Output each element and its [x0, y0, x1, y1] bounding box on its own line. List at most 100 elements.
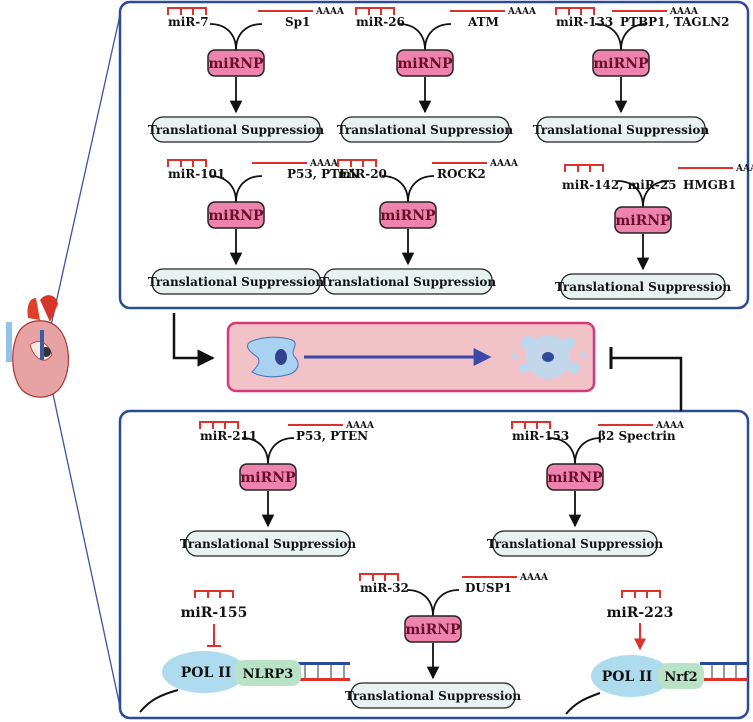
mirna-label: miR-7	[168, 15, 209, 29]
mirna-bracket-icon	[337, 159, 377, 167]
translational-suppression-box	[340, 116, 510, 143]
mirna-label: miR-133	[556, 15, 613, 29]
mirnp-complex	[379, 201, 437, 229]
translational-suppression-box	[560, 273, 726, 300]
mirnp-label: miRNP	[208, 208, 264, 224]
suppression-label: Translational Suppression	[533, 123, 710, 137]
merge-connector	[209, 23, 263, 51]
poly-a-tail: AAAA	[507, 7, 537, 17]
damaged-cell-icon	[512, 335, 586, 379]
process-arrows	[172, 313, 683, 411]
mirnp-complex	[592, 49, 650, 77]
mirnp-label: miRNP	[593, 56, 649, 72]
merge-connector	[616, 180, 670, 208]
merge-connector	[381, 175, 435, 203]
polymerase-label: POL II	[181, 665, 232, 681]
mirna-label: miR-20	[338, 167, 387, 181]
translational-suppression-box	[151, 116, 321, 143]
merge-connector	[594, 23, 648, 51]
poly-a-tail: AAAA	[315, 7, 345, 17]
poly-a-tail: AAAA	[655, 421, 685, 431]
suppression-label: Translational Suppression	[555, 280, 732, 294]
mirna-bracket-icon	[167, 159, 207, 167]
mirna-bracket-icon	[555, 7, 595, 15]
target-gene-label: HMGB1	[683, 178, 736, 192]
mirnp-complex	[546, 463, 604, 491]
top-panel	[118, 0, 750, 310]
mirna-label: miR-26	[356, 15, 405, 29]
merge-connector	[209, 175, 263, 203]
merge-connector	[241, 437, 295, 465]
mir223-module: miR-223 POL II Nrf2	[565, 590, 748, 715]
target-gene-label: P53, PTEN	[296, 429, 368, 443]
suppression-label: Translational Suppression	[148, 275, 325, 289]
target-gene-label: P53, PTEN	[287, 167, 359, 181]
target-gene-label: Sp1	[285, 15, 310, 29]
mirnp-complex	[207, 201, 265, 229]
poly-a-tail: AAAA	[669, 7, 699, 17]
mirna-bracket-icon	[511, 421, 551, 429]
mirnp-label: miRNP	[615, 213, 671, 229]
target-gene-label: PTBP1, TAGLN2	[620, 15, 729, 29]
nlrp3-label: NLRP3	[243, 667, 294, 682]
translational-suppression-box	[323, 268, 493, 295]
suppression-label: Translational Suppression	[320, 275, 497, 289]
mirna-bracket-icon	[359, 573, 399, 581]
poly-a-tail: AAAA	[309, 159, 339, 169]
suppression-label: Translational Suppression	[337, 123, 514, 137]
mirna-label: miR-142, miR-25	[562, 178, 677, 192]
mir223-label: miR-223	[607, 605, 674, 621]
mirna-module: miR-7 AAAA Sp1 miRNP Translational Suppressi…	[148, 7, 345, 143]
poly-a-tail: AAAA	[519, 573, 549, 583]
mirnp-label: miRNP	[405, 622, 461, 638]
target-gene-label: ATM	[467, 15, 499, 29]
mirna-module: miR-142, miR-25 AAAA HMGB1 miRNP Translation…	[555, 164, 753, 300]
mirnp-label: miRNP	[240, 470, 296, 486]
mirna-bracket-icon	[199, 421, 239, 429]
merge-connector	[398, 23, 452, 51]
mirna-module: miR-32 AAAA DUSP1 miRNP Translational Suppre…	[345, 573, 549, 709]
mirna-label: miR-211	[200, 429, 257, 443]
suppression-label: Translational Suppression	[148, 123, 325, 137]
polymerase-label: POL II	[602, 669, 653, 685]
translational-suppression-box	[536, 116, 706, 143]
translational-suppression-box	[350, 682, 516, 709]
nrf2-label: Nrf2	[664, 670, 697, 685]
mirnp-label: miRNP	[397, 56, 453, 72]
merge-connector	[548, 437, 602, 465]
target-gene-label: β2 Spectrin	[598, 429, 676, 443]
translational-suppression-box	[492, 530, 658, 557]
target-gene-label: ROCK2	[437, 167, 486, 181]
suppression-label: Translational Suppression	[345, 689, 522, 703]
translational-suppression-box	[151, 268, 321, 295]
translational-suppression-box	[185, 530, 351, 557]
mirnp-label: miRNP	[380, 208, 436, 224]
poly-a-tail: AAAA	[735, 164, 753, 174]
mir155-label: miR-155	[181, 605, 248, 621]
poly-a-tail: AAAA	[489, 159, 519, 169]
mirnp-label: miRNP	[547, 470, 603, 486]
target-gene-label: DUSP1	[465, 581, 512, 595]
suppression-label: Translational Suppression	[487, 537, 664, 551]
mirna-bracket-icon	[167, 7, 207, 15]
heart-icon	[6, 295, 69, 398]
merge-connector	[406, 589, 460, 617]
mirna-module: miR-26 AAAA ATM miRNP Translational Suppress…	[337, 7, 537, 143]
mirnp-complex	[614, 206, 672, 234]
zoom-line-top	[49, 5, 123, 331]
mirna-bracket-icon	[564, 164, 604, 172]
mirnp-complex	[207, 49, 265, 77]
mirnp-label: miRNP	[208, 56, 264, 72]
poly-a-tail: AAAA	[345, 421, 375, 431]
mirna-label: miR-153	[512, 429, 569, 443]
zoom-line-bottom	[49, 379, 123, 717]
mirna-label: miR-32	[360, 581, 409, 595]
mirnp-complex	[404, 615, 462, 643]
